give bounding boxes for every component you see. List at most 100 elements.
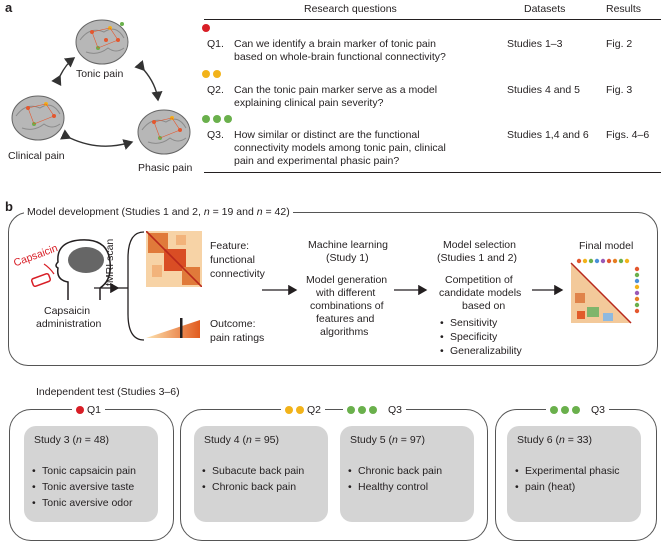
panel-a-label: a — [5, 0, 13, 15]
q3-right-dot-2 — [561, 406, 569, 414]
brain-icon-phasic — [137, 109, 191, 155]
competition-line-3: based on — [462, 300, 506, 312]
pain-rating-ramp — [146, 318, 200, 338]
split-bracket — [118, 231, 145, 341]
model-gen-line-2: with different — [316, 287, 376, 299]
study-6-box: Study 6 (n = 33) Experimental phasic pai… — [507, 426, 641, 522]
criterion-specificity: Specificity — [440, 330, 522, 344]
q3-mid-dot-1 — [347, 406, 355, 414]
outcome-line-2: pain ratings — [210, 332, 265, 344]
model-gen-line-4: features and — [316, 313, 375, 325]
q1-group-dot — [76, 406, 84, 414]
feature-line-1: Feature: — [210, 240, 250, 252]
header-datasets: Datasets — [524, 3, 566, 15]
q2-line-2: explaining clinical pain severity? — [234, 97, 384, 109]
q2-dot-2 — [213, 70, 221, 78]
competition-line-1: Competition of — [445, 274, 513, 286]
study-3-item-2: Tonic aversive taste — [32, 479, 136, 495]
study-5-item-1: Chronic back pain — [348, 463, 442, 479]
q1-number: Q1. — [207, 38, 224, 50]
q3-right-dot-3 — [572, 406, 580, 414]
brain-icon-tonic — [75, 19, 129, 65]
group-label-q3-middle: Q3 — [343, 403, 407, 417]
q1-dataset: Studies 1–3 — [507, 38, 563, 50]
study-3-item-1: Tonic capsaicin pain — [32, 463, 136, 479]
brain-icon — [68, 247, 104, 273]
outcome-line-1: Outcome: — [210, 318, 256, 330]
q3-line-1: How similar or distinct are the function… — [234, 129, 420, 141]
table-header-rule — [204, 19, 661, 20]
connectivity-matrix — [146, 231, 202, 287]
q3-mid-dot-2 — [358, 406, 366, 414]
q3-dot-3 — [224, 115, 232, 123]
ml-title-line-1: Machine learning — [308, 239, 388, 251]
criterion-generalizability: Generalizability — [440, 344, 522, 358]
q2-dataset: Studies 4 and 5 — [507, 84, 580, 96]
study-3-item-3: Tonic aversive odor — [32, 495, 136, 511]
study-4-item-2: Chronic back pain — [202, 479, 304, 495]
study-5-item-2: Healthy control — [348, 479, 442, 495]
competition-line-2: candidate models — [439, 287, 522, 299]
model-selection-line-1: Model selection — [443, 239, 516, 251]
header-research-questions: Research questions — [304, 3, 397, 15]
study-5-title: Study 5 (n = 97) — [350, 434, 426, 446]
panel-b-label: b — [5, 199, 13, 214]
group-label-q3-right: Q3 — [546, 403, 610, 417]
model-development-title: Model development (Studies 1 and 2, n = … — [24, 206, 293, 219]
arrow-tonic-clinical — [51, 57, 76, 87]
brain-cycle-diagram — [11, 19, 191, 155]
study-5-box: Study 5 (n = 97) Chronic back pain Healt… — [340, 426, 474, 522]
study-6-item-2: pain (heat) — [515, 479, 620, 495]
ml-title-line-2: (Study 1) — [326, 252, 369, 264]
group-label-q1: Q1 — [72, 403, 106, 417]
q2-line-1: Can the tonic pain marker serve as a mod… — [234, 84, 438, 96]
brain-icon-clinical — [11, 95, 65, 141]
arrow-clinical-phasic — [60, 129, 134, 150]
feature-line-2: functional — [210, 254, 255, 266]
q2-group-dot-1 — [285, 406, 293, 414]
study-3-title: Study 3 (n = 48) — [34, 434, 110, 446]
label-phasic-pain: Phasic pain — [138, 162, 193, 174]
independent-test-title: Independent test (Studies 3–6) — [36, 386, 180, 398]
model-gen-line-5: algorithms — [320, 326, 369, 338]
study-4-title: Study 4 (n = 95) — [204, 434, 280, 446]
q3-dataset: Studies 1,4 and 6 — [507, 129, 589, 141]
group-frame-q2-q3 — [180, 409, 488, 541]
study-4-item-1: Subacute back pain — [202, 463, 304, 479]
criterion-sensitivity: Sensitivity — [440, 316, 522, 330]
model-gen-line-1: Model generation — [306, 274, 388, 286]
arrow-tonic-phasic — [134, 59, 163, 102]
q2-number: Q2. — [207, 84, 224, 96]
q3-dot-2 — [213, 115, 221, 123]
study-4-box: Study 4 (n = 95) Subacute back pain Chro… — [194, 426, 328, 522]
study-3-box: Study 3 (n = 48) Tonic capsaicin pain To… — [24, 426, 158, 522]
q3-dot-1 — [202, 115, 210, 123]
model-gen-line-3: combinations of — [310, 300, 384, 312]
q3-mid-dot-3 — [369, 406, 377, 414]
q1-line-1: Can we identify a brain marker of tonic … — [234, 38, 436, 50]
q3-right-dot-1 — [550, 406, 558, 414]
q3-line-3: pain and experimental phasic pain? — [234, 155, 400, 167]
capsaicin-tube-icon — [30, 272, 52, 288]
capsaicin-admin-line-2: administration — [36, 318, 102, 330]
q1-line-2: based on whole-brain functional connecti… — [234, 51, 446, 63]
q1-result: Fig. 2 — [606, 38, 633, 50]
q3-result: Figs. 4–6 — [606, 129, 650, 141]
q1-dot — [202, 24, 210, 32]
model-development-frame — [8, 212, 658, 366]
feature-line-3: connectivity — [210, 268, 265, 280]
label-tonic-pain: Tonic pain — [76, 68, 124, 80]
study-6-title: Study 6 (n = 33) — [517, 434, 593, 446]
final-model-title: Final model — [579, 240, 634, 252]
final-model-matrix — [570, 258, 640, 324]
group-label-q2: Q2 — [281, 403, 326, 417]
label-clinical-pain: Clinical pain — [8, 150, 65, 162]
q2-result: Fig. 3 — [606, 84, 633, 96]
q2-dot-1 — [202, 70, 210, 78]
table-bottom-rule — [204, 172, 661, 173]
q3-line-2: connectivity models among tonic pain, cl… — [234, 142, 446, 154]
final-model-dots — [576, 258, 640, 314]
capsaicin-admin-line-1: Capsaicin — [44, 305, 91, 317]
model-selection-line-2: (Studies 1 and 2) — [437, 252, 517, 264]
